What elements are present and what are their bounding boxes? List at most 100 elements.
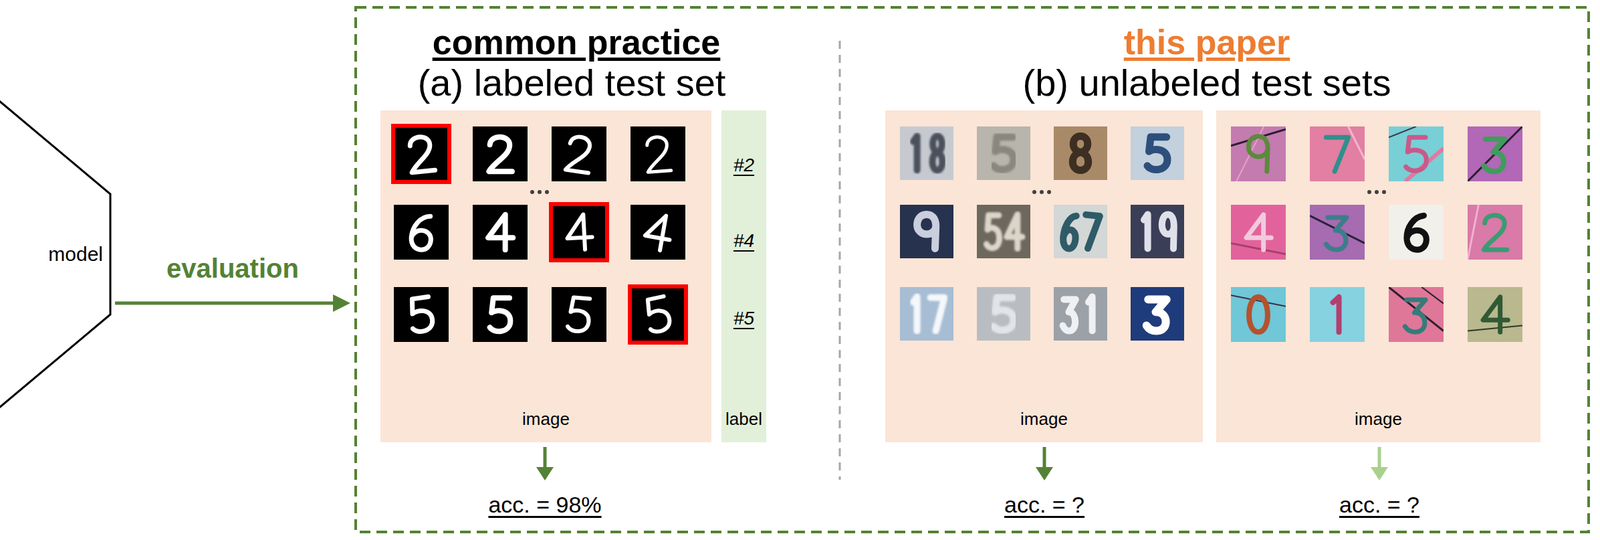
ellipsis-dot [1047,189,1052,194]
digit-stroke [490,297,511,331]
digit-image [1053,204,1108,259]
digit-image [1467,126,1523,182]
digit-stroke [1406,137,1427,171]
image-panel: image [1216,110,1541,442]
image-background [976,126,1031,180]
digit-stroke [1483,139,1505,172]
result-arrowhead [1035,466,1054,481]
digit-image [1230,126,1286,182]
ellipsis-dot [1382,189,1387,194]
highlight-border [629,286,687,343]
digit-image [1130,126,1185,180]
digit-stroke [410,214,434,251]
image-background [1467,126,1523,182]
divider-line [839,40,842,480]
class-label: #4 [733,229,755,253]
digit-image [1309,286,1365,342]
ellipsis-dot [1032,189,1037,194]
digit-stroke [932,135,943,170]
digit-stroke [565,135,594,174]
digit-stroke [1082,214,1100,250]
image-texture [1467,204,1479,260]
column-caption: label [725,408,763,430]
digit-stroke [1246,214,1272,250]
digit-stroke [1062,214,1078,249]
image-background [393,286,449,342]
image-background [1230,126,1286,182]
image-background [551,126,607,182]
image-background [1309,286,1365,342]
image-texture [1236,126,1264,182]
image-background [472,204,528,260]
image-texture [1405,148,1444,182]
image-background [899,204,954,259]
digit-image [393,204,449,260]
digit-stroke [488,214,513,250]
digit-stroke [566,213,594,251]
digit-image [630,204,686,260]
ellipsis-dot [1374,189,1379,194]
digit-stroke [993,137,1014,170]
digit-stroke [930,297,945,331]
highlight-border [550,203,608,261]
digit-image [1467,204,1523,260]
arrow-line [115,301,335,305]
digit-stroke [1144,213,1149,249]
digit-stroke [986,215,999,249]
image-background [1388,126,1444,182]
arrow-head [332,294,351,312]
digit-image [1230,204,1286,260]
digit-stroke [1147,137,1168,170]
digit-stroke [993,297,1014,331]
image-background [472,286,528,342]
image-panel: image [885,110,1203,442]
digit-image [1467,286,1523,342]
result-arrow [543,446,547,469]
digit-image [551,204,607,260]
digit-image [630,126,686,182]
image-texture [1388,286,1444,331]
ellipsis-dot [1367,189,1372,194]
digit-image [630,286,686,342]
digit-stroke [917,213,937,249]
image-background [1388,286,1444,342]
edge-label: evaluation [166,252,299,285]
result-arrowhead [536,466,554,481]
digit-stroke [1248,296,1268,332]
digit-image [472,286,528,342]
image-background [1467,204,1523,260]
image-background [1130,204,1185,259]
dashed-frame-border [355,7,1589,532]
digit-stroke [1325,137,1348,172]
model-outline-path [0,96,111,412]
image-background [1309,126,1365,182]
image-background [551,204,607,260]
digit-image [1388,126,1444,182]
panel-caption: image [1354,408,1403,430]
image-texture [1467,126,1523,182]
accuracy-label: acc. = ? [1339,490,1420,519]
image-panel: image [380,110,712,442]
section-title: this paper [1123,21,1291,63]
result-arrow [1378,446,1382,469]
digit-image [551,286,607,342]
ellipsis-dot [537,189,542,194]
image-background [1230,204,1286,260]
digit-stroke [1146,298,1167,331]
digit-stroke [1333,296,1340,332]
digit-image [1388,286,1444,342]
panel-caption: image [522,408,570,430]
digit-stroke [1325,217,1347,250]
digit-image [1130,204,1185,259]
digit-image [976,204,1031,259]
digit-stroke [1072,135,1088,170]
digit-image [393,126,449,182]
ellipsis-dot [1039,189,1044,194]
digit-image [551,126,607,182]
image-texture [1388,126,1417,138]
image-background [1130,286,1185,341]
image-background [1053,286,1108,341]
image-background [899,126,954,180]
image-background [1053,204,1108,259]
image-background [630,286,686,342]
